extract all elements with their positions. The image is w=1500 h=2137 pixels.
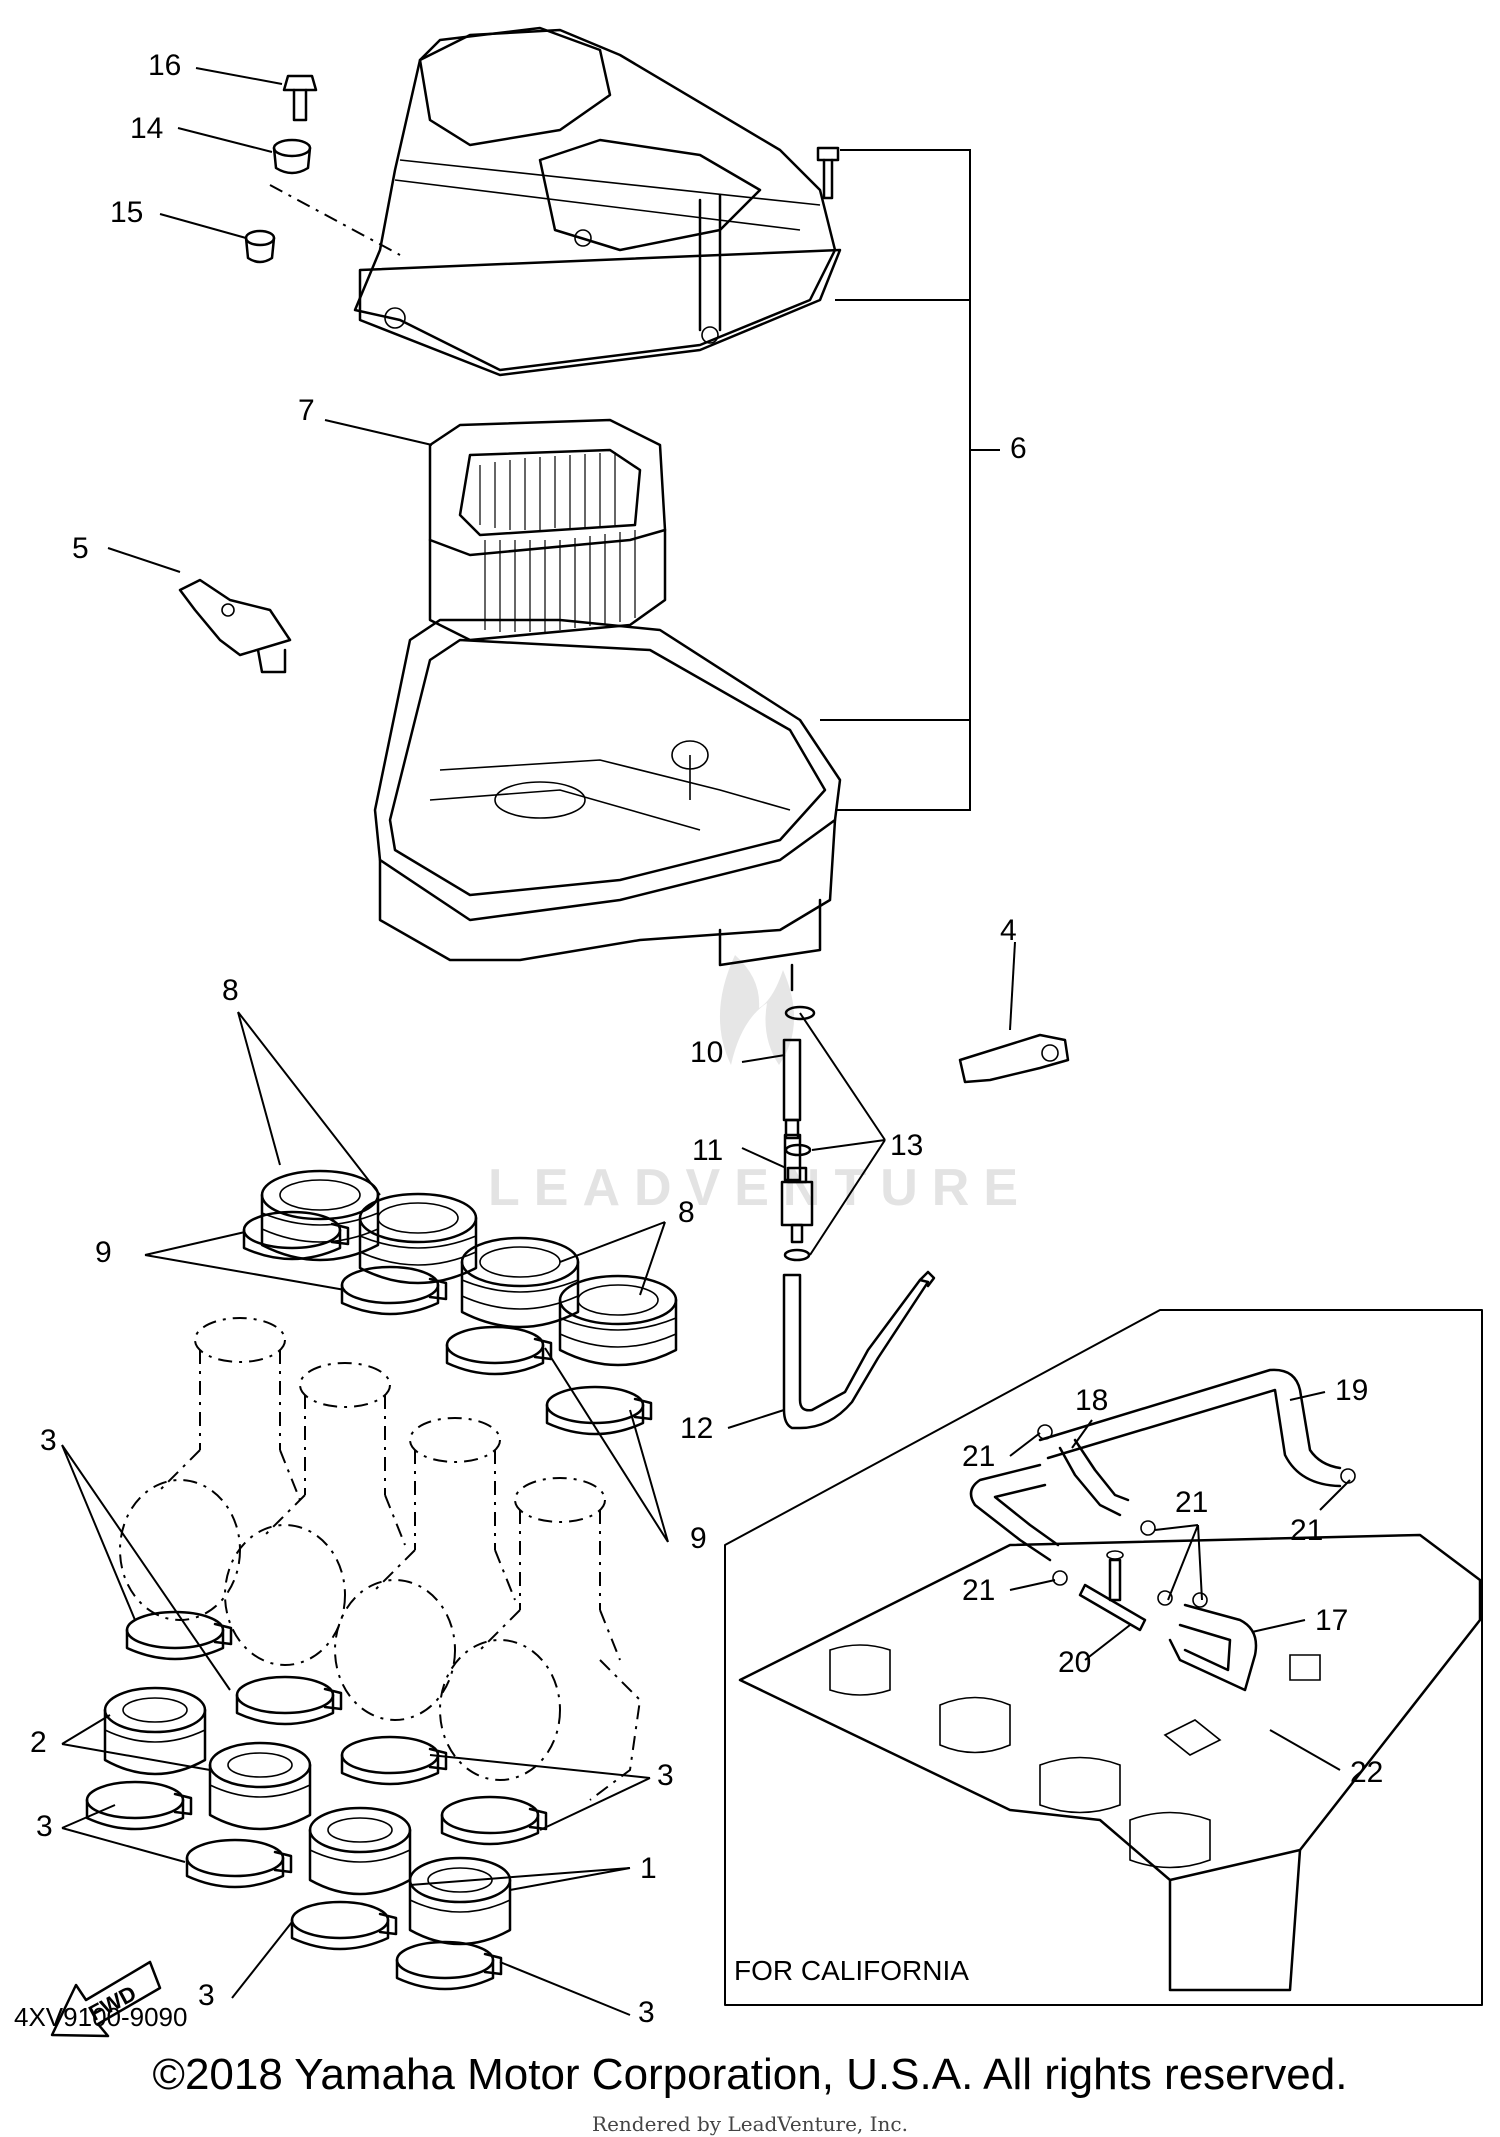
- part-label-4: 4: [1000, 914, 1017, 947]
- part-label-3a: 3: [40, 1424, 57, 1457]
- collar-15: [244, 229, 276, 264]
- part-label-8a: 8: [222, 974, 239, 1007]
- air-cleaner-case: [373, 618, 842, 992]
- part-label-21d: 21: [962, 1574, 995, 1607]
- rendered-by-credit: Rendered by LeadVenture, Inc.: [592, 2112, 908, 2136]
- part-label-9b: 9: [690, 1522, 707, 1555]
- carburetors-phantom: [119, 1317, 642, 1801]
- leader-lines: [61, 67, 1351, 2016]
- grommet-14: [272, 138, 312, 175]
- part-label-14: 14: [130, 112, 163, 145]
- part-label-16: 16: [148, 49, 181, 82]
- part-label-8b: 8: [678, 1196, 695, 1229]
- part-label-3c: 3: [36, 1810, 53, 1843]
- part-label-21c: 21: [1290, 1514, 1323, 1547]
- part-label-22: 22: [1350, 1756, 1383, 1789]
- part-label-15: 15: [110, 196, 143, 229]
- part-label-21b: 21: [1175, 1486, 1208, 1519]
- bolt-16: [282, 74, 318, 122]
- part-label-3d: 3: [198, 1979, 215, 2012]
- plate-4: [958, 1033, 1070, 1084]
- part-label-13: 13: [890, 1129, 923, 1162]
- part-label-17: 17: [1315, 1604, 1348, 1637]
- part-label-19: 19: [1335, 1374, 1368, 1407]
- bracket-5: [178, 578, 292, 674]
- part-label-11: 11: [692, 1134, 723, 1167]
- part-label-12: 12: [680, 1412, 713, 1445]
- part-label-3b: 3: [657, 1759, 674, 1792]
- callout-labels: 16 14 15 7 6 5 4 8 10 11 13 8 9 12 3 9 2…: [30, 49, 1383, 2029]
- copyright-notice: ©2018 Yamaha Motor Corporation, U.S.A. A…: [152, 2050, 1348, 2099]
- inset-caption: FOR CALIFORNIA: [734, 1955, 969, 1986]
- part-label-21a: 21: [962, 1440, 995, 1473]
- carb-joints-upper: [242, 1169, 678, 1436]
- drawing-code: 4XV9100-9090: [14, 2002, 188, 2032]
- part-label-10: 10: [690, 1036, 723, 1069]
- leadventure-watermark: LEADVENTURE: [488, 955, 1032, 1217]
- part-label-20: 20: [1058, 1646, 1091, 1679]
- part-label-3e: 3: [638, 1996, 655, 2029]
- drain-hose-assembly: [780, 1005, 936, 1430]
- part-label-7: 7: [298, 394, 315, 427]
- part-label-5: 5: [72, 532, 89, 565]
- air-cleaner-cap: [353, 26, 842, 377]
- part-label-18: 18: [1075, 1384, 1108, 1417]
- screw: [816, 146, 840, 200]
- part-label-1: 1: [640, 1852, 657, 1885]
- carb-joints-lower: [85, 1610, 548, 1991]
- watermark-text: LEADVENTURE: [488, 1159, 1032, 1217]
- california-inset: [724, 1309, 1483, 2006]
- part-label-6: 6: [1010, 432, 1027, 465]
- part-label-2: 2: [30, 1726, 47, 1759]
- air-cleaner-element: [428, 418, 667, 642]
- part-label-9a: 9: [95, 1236, 112, 1269]
